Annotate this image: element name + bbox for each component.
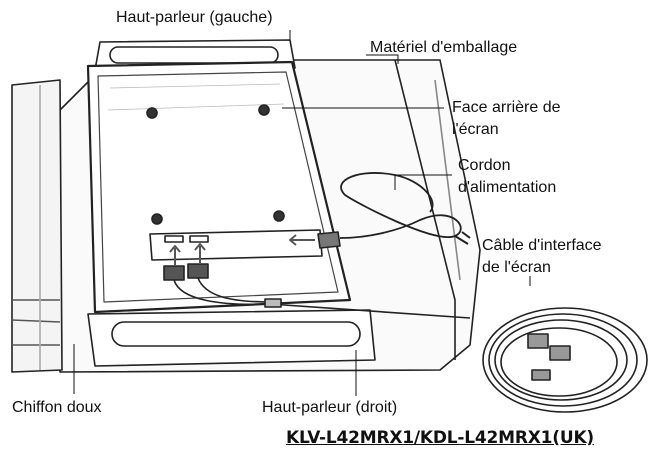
- mount-hole: [258, 104, 270, 116]
- soft-cloth: [11, 79, 63, 373]
- label-speaker-left: Haut-parleur (gauche): [116, 9, 273, 26]
- label-screen-back-2: l'écran: [452, 121, 499, 138]
- power-plug: [317, 231, 341, 249]
- label-power-cord-2: d'alimentation: [458, 179, 557, 196]
- mount-hole: [273, 210, 285, 222]
- label-interface-cable-2: de l'écran: [482, 259, 551, 276]
- interface-cable-coil: [482, 307, 648, 413]
- label-soft-cloth: Chiffon doux: [12, 399, 102, 416]
- label-power-cord-1: Cordon: [458, 157, 511, 174]
- mount-hole: [151, 213, 163, 225]
- label-screen-back-1: Face arrière de: [452, 99, 561, 116]
- model-number: KLV-L42MRX1/KDL-L42MRX1(UK): [286, 428, 595, 448]
- label-packing-material: Matériel d'emballage: [370, 39, 518, 56]
- interface-plug: [163, 265, 185, 281]
- interface-plug: [187, 263, 209, 279]
- label-speaker-right: Haut-parleur (droit): [262, 399, 398, 416]
- label-interface-cable-1: Câble d'interface: [482, 237, 602, 254]
- mount-hole: [146, 107, 158, 119]
